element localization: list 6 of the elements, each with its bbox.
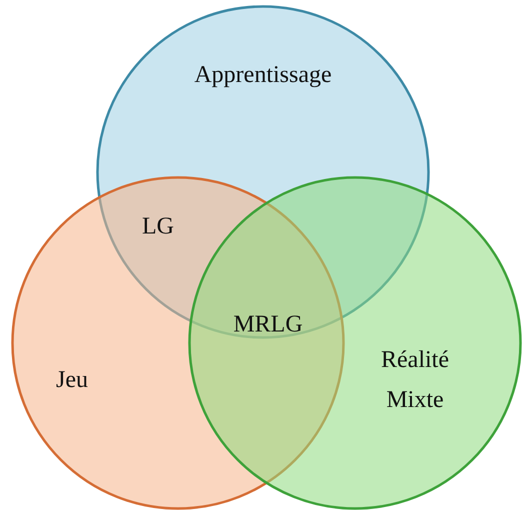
- venn-circle: [188, 176, 522, 510]
- overlap-label: MRLG: [233, 312, 303, 338]
- circle-label: Réalité Mixte: [380, 346, 450, 415]
- circle-label: Apprentissage: [193, 61, 333, 90]
- overlap-label: LG: [142, 214, 174, 240]
- circle-label: Jeu: [55, 366, 89, 395]
